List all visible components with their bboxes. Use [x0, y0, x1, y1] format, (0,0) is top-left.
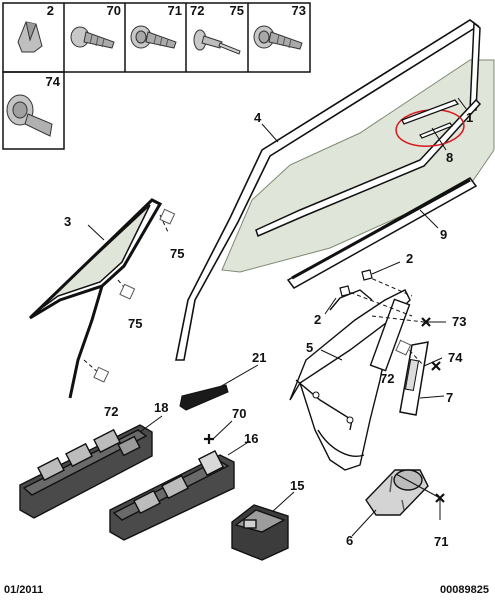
footer-date: 01/2011: [4, 584, 44, 596]
callout-16: 16: [244, 431, 258, 446]
clip-markers: [339, 269, 373, 297]
clip-nut-icon: [17, 21, 43, 53]
flange-screw-icon: [253, 25, 303, 50]
window-regulator: [289, 289, 411, 471]
callout-70: 70: [232, 406, 246, 421]
leader-lines: [87, 97, 468, 537]
upper-seal-strip: [401, 99, 460, 125]
mount-hole: [312, 391, 320, 399]
window-motor: [365, 469, 429, 516]
callout-73: 73: [452, 314, 466, 329]
legend-ref-74: 74: [46, 74, 61, 89]
callout-21: 21: [252, 350, 266, 365]
cross-markers: [421, 317, 445, 503]
callout-9: 9: [440, 227, 447, 242]
rail-slot: [404, 358, 420, 392]
bolt-icon: [6, 94, 53, 137]
master-switch-panel: [19, 424, 153, 519]
legend-ref-71: 71: [168, 3, 182, 18]
callout-72a: 72: [380, 371, 394, 386]
legend-grid: [2, 2, 311, 150]
callout-71: 71: [434, 534, 448, 549]
footer-reference: 00089825: [440, 584, 489, 596]
fastener-markers: [93, 208, 412, 383]
callout-72b: 72: [104, 404, 118, 419]
window-switch-panel: [109, 449, 235, 541]
callout-8: 8: [446, 150, 453, 165]
callout-74: 74: [448, 350, 463, 365]
switch-blanking-pad: [179, 384, 229, 411]
callout-7: 7: [446, 390, 453, 405]
callout-3: 3: [64, 214, 71, 229]
callout-2b: 2: [314, 312, 321, 327]
mount-hole: [346, 416, 354, 424]
callout-18: 18: [154, 400, 168, 415]
callout-2a: 2: [406, 251, 413, 266]
legend-ref-72: 72: [190, 3, 204, 18]
callout-6: 6: [346, 533, 353, 548]
callout-75b: 75: [128, 316, 142, 331]
callout-15: 15: [290, 478, 304, 493]
legend-ref-75: 75: [230, 3, 244, 18]
callout-4: 4: [254, 110, 262, 125]
flange-screw-icon: [130, 25, 177, 49]
callout-75a: 75: [170, 246, 184, 261]
callout-5: 5: [306, 340, 313, 355]
screw-icon: [70, 26, 115, 49]
legend-ref-2: 2: [47, 3, 54, 18]
plus-marker: [204, 434, 214, 444]
single-window-switch: [231, 504, 289, 561]
callout-1: 1: [466, 110, 473, 125]
small-seal-strip: [419, 122, 453, 139]
legend-ref-70: 70: [107, 3, 121, 18]
glass-run-channel: [255, 98, 482, 238]
rivet-icon: [193, 29, 241, 55]
legend-ref-73: 73: [292, 3, 306, 18]
